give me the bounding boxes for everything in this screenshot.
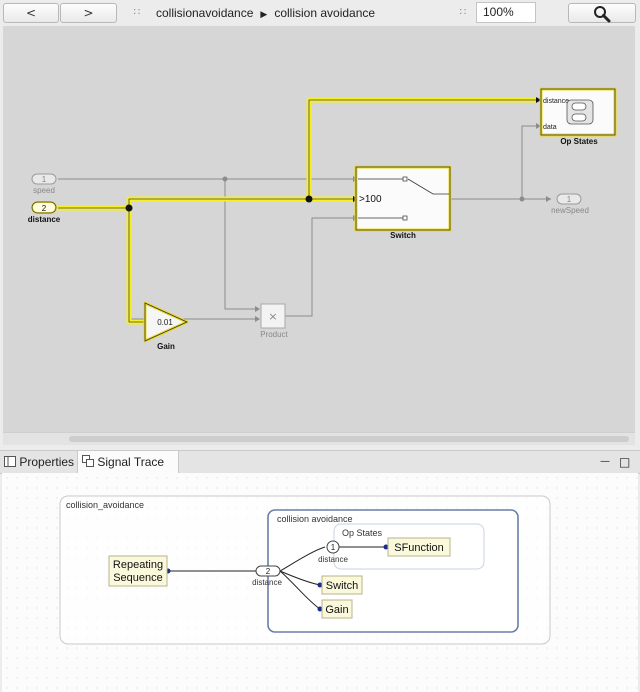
signal-trace-icon [82, 455, 94, 467]
tab-signal-trace[interactable]: Signal Trace ⊠ [77, 451, 179, 491]
outport-newspeed[interactable]: 1 newSpeed [551, 193, 589, 215]
forward-button[interactable]: > [60, 3, 117, 23]
breadcrumb-item-model[interactable]: collisionavoidance [156, 6, 254, 20]
gain-label: Gain [157, 342, 175, 351]
trace-node-source-line-2: Sequence [113, 572, 163, 584]
gain-value: 0.01 [157, 318, 173, 327]
trace-port-1-number: 1 [331, 543, 336, 552]
diagram-canvas[interactable]: 1 speed 2 distance 0.01 Gain × Product [3, 26, 635, 432]
signal-line-product-out[interactable] [285, 217, 353, 317]
magnifier-icon [594, 6, 611, 23]
trace-node-sfunction-label: SFunction [394, 542, 444, 554]
zoom-field[interactable]: 100% [476, 2, 536, 23]
horizontal-scrollbar[interactable] [3, 432, 635, 445]
op-states-label: Op States [560, 137, 598, 146]
breadcrumb-grip[interactable]: :: [133, 6, 142, 17]
trace-port-1-label: distance [318, 555, 348, 564]
gain-block[interactable]: 0.01 Gain [143, 301, 189, 351]
inport-distance[interactable]: 2 distance [28, 201, 61, 224]
op-states-group-label: Op States [342, 528, 383, 538]
toolbar: < > :: collisionavoidance ▶ collision avoi… [0, 0, 640, 26]
trace-port-2-number: 2 [266, 567, 271, 576]
switch-block[interactable]: >100 Switch [354, 165, 452, 240]
signal-trace-svg: collision_avoidance collision avoidance … [59, 495, 551, 645]
trace-port-2-label: distance [252, 578, 282, 587]
signal-line-speed-to-product[interactable] [224, 179, 259, 310]
switch-threshold: >100 [359, 194, 382, 205]
trace-node-switch-label: Switch [326, 580, 358, 592]
trace-edges [168, 546, 386, 610]
trace-port-1[interactable]: 1 distance [318, 540, 348, 564]
inport-speed-number: 1 [42, 175, 47, 184]
op-states-port-distance: distance [543, 98, 569, 105]
panel-tabbar: Properties Signal Trace ⊠ — □ [0, 450, 640, 491]
breadcrumb-arrow-icon: ▶ [260, 10, 268, 20]
trace-node-repeating-sequence[interactable]: Repeating Sequence [108, 555, 168, 587]
properties-icon [4, 456, 16, 467]
zoom-grip[interactable]: :: [459, 6, 468, 17]
search-button[interactable] [568, 3, 636, 23]
tab-properties-label: Properties [19, 455, 75, 469]
tab-signal-trace-label: Signal Trace [97, 455, 165, 469]
outport-number: 1 [567, 195, 572, 204]
outer-group-label: collision_avoidance [66, 500, 144, 510]
inport-speed[interactable]: 1 speed [31, 173, 57, 195]
product-block[interactable]: × Product [260, 303, 289, 339]
trace-node-sfunction[interactable]: SFunction [387, 537, 451, 557]
trace-node-gain[interactable]: Gain [321, 599, 353, 619]
signal-trace-panel[interactable]: collision_avoidance collision avoidance … [2, 473, 638, 692]
inport-distance-label: distance [28, 215, 61, 224]
switch-label: Switch [390, 231, 416, 240]
trace-node-switch[interactable]: Switch [321, 575, 363, 595]
maximize-panel-button[interactable]: □ [619, 455, 631, 469]
tab-properties[interactable]: Properties [4, 451, 74, 473]
breadcrumb: collisionavoidance ▶ collision avoidance [156, 6, 375, 20]
inner-group-label: collision avoidance [277, 514, 353, 524]
signal-line-distance-to-product[interactable] [128, 208, 259, 320]
signal-line-to-opstates-data[interactable] [521, 125, 540, 199]
highlight-junctions [125, 97, 541, 212]
product-label: Product [260, 330, 288, 339]
op-states-block[interactable]: distance data Op States [539, 87, 617, 146]
trace-port-2[interactable]: 2 distance [252, 565, 282, 587]
outport-label: newSpeed [551, 206, 589, 215]
breadcrumb-item-system[interactable]: collision avoidance [274, 6, 376, 20]
stateflow-chart-icon [566, 99, 594, 125]
inport-speed-label: speed [33, 186, 55, 195]
horizontal-scrollbar-thumb[interactable] [69, 436, 629, 442]
product-symbol: × [268, 310, 277, 323]
back-button[interactable]: < [3, 3, 59, 23]
diagram-svg: 1 speed 2 distance 0.01 Gain × Product [28, 87, 617, 351]
trace-node-gain-label: Gain [325, 604, 348, 616]
inport-distance-number: 2 [42, 204, 47, 213]
trace-node-source-line-1: Repeating [113, 559, 163, 571]
op-states-port-data: data [543, 124, 557, 131]
minimize-panel-button[interactable]: — [600, 456, 610, 467]
